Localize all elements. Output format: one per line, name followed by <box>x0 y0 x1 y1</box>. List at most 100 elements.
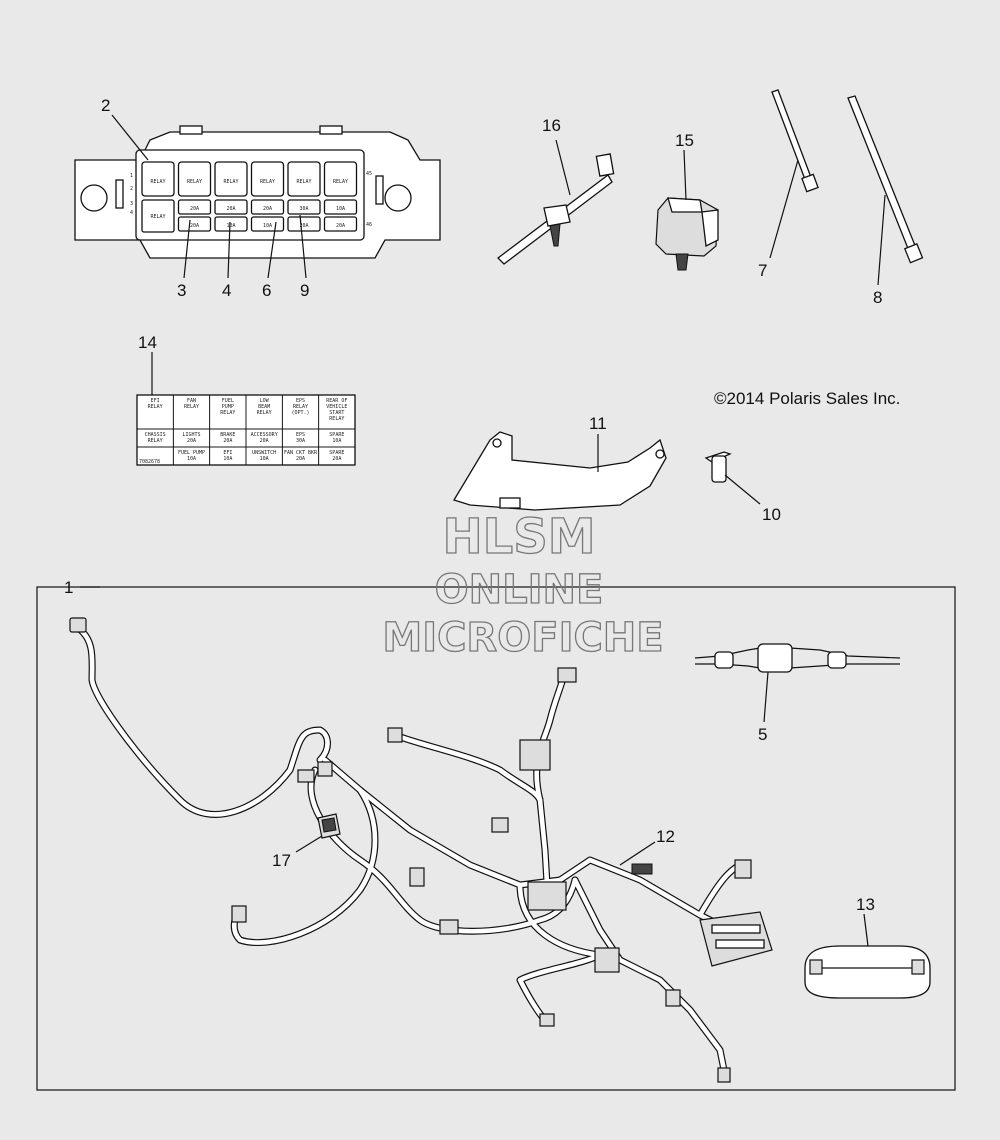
relay-slot-label: RELAY <box>333 179 348 185</box>
label-part-number: 7082678 <box>139 459 160 465</box>
relay-slot-label: RELAY <box>223 179 238 185</box>
callout-5: 5 <box>758 725 767 744</box>
fuse-slot <box>287 216 321 232</box>
fuse-slot <box>214 199 248 215</box>
fuse-slot <box>177 199 212 215</box>
label-cell-text: 20A <box>223 438 232 444</box>
watermark-line-3: MICROFICHE <box>382 615 663 661</box>
fuse-slot-label: 10A <box>336 206 345 212</box>
label-cell-text: ACCESSORY <box>251 432 278 438</box>
relay-slot-label: RELAY <box>260 179 275 185</box>
callout-4: 4 <box>222 281 231 300</box>
watermark-line-2: ONLINE <box>435 567 604 613</box>
label-cell-text: FAN <box>187 398 196 404</box>
label-cell-text: RELAY <box>220 410 235 416</box>
cable-tie-8 <box>847 95 924 264</box>
fuse-slot-label: 20A <box>299 223 308 229</box>
cable-tie-7 <box>771 89 819 193</box>
watermark-line-1: HLSM <box>442 509 595 565</box>
relay-slot <box>177 161 212 197</box>
label-cell-text: EPS <box>296 398 305 404</box>
callout-15: 15 <box>675 131 694 150</box>
label-cell-text: EPS <box>296 432 305 438</box>
side-label-1: 1 <box>130 173 133 179</box>
relay-slot-label: RELAY <box>150 179 165 185</box>
label-cell-text: RELAY <box>329 416 344 422</box>
fuse-slot-label: 20A <box>226 206 235 212</box>
side-label-45: 45 <box>366 171 372 177</box>
label-cell-text: FAN CKT BKR <box>284 450 318 456</box>
label-cell-text: LIGHTS <box>182 432 200 438</box>
label-cell-text: 10A <box>260 456 269 462</box>
label-cell-text: EFI <box>223 450 232 456</box>
callout-9: 9 <box>300 281 309 300</box>
label-cell-text: 20A <box>296 456 305 462</box>
callout-16: 16 <box>542 116 561 135</box>
label-cell-text: RELAY <box>257 410 272 416</box>
label-cell-text: VEHICLE <box>326 404 347 410</box>
mounting-bracket <box>453 431 667 511</box>
push-mount-tie <box>497 153 615 265</box>
label-cell-text: RELAY <box>293 404 308 410</box>
label-cell-text: REAR OF <box>326 398 347 404</box>
fuse-slot <box>214 216 248 232</box>
label-cell-text: FUEL <box>222 398 234 404</box>
callout-1: 1 <box>64 578 73 597</box>
harness-group-box <box>36 586 956 1091</box>
label-cell-text: 10A <box>332 438 341 444</box>
label-cell <box>318 446 356 466</box>
callout-6: 6 <box>262 281 271 300</box>
relay-slot-label: RELAY <box>187 179 202 185</box>
fuse-slot <box>177 216 212 232</box>
copyright-text: ©2014 Polaris Sales Inc. <box>714 389 900 408</box>
fuse-slot-label: 10A <box>226 223 235 229</box>
label-cell-text: 10A <box>187 456 196 462</box>
fuse-box-cover <box>804 945 931 999</box>
push-rivet <box>704 451 732 483</box>
fuse-slot-label: 30A <box>299 206 308 212</box>
callout-10: 10 <box>762 505 781 524</box>
inline-fuse-holder <box>694 643 901 673</box>
relay-slot <box>287 161 321 197</box>
label-cell-text: RELAY <box>148 438 163 444</box>
label-cell-text: 30A <box>296 438 305 444</box>
callout-7: 7 <box>758 261 767 280</box>
label-cell-text: SPARE <box>329 432 344 438</box>
callout-12: 12 <box>656 827 675 846</box>
fuse-slot-label: 20A <box>190 206 199 212</box>
relay-slot <box>141 161 175 197</box>
callout-numbers: 1 2 3 4 5 6 7 8 9 10 11 12 13 14 15 16 1… <box>64 96 882 914</box>
callout-13: 13 <box>856 895 875 914</box>
relay-slot <box>323 161 358 197</box>
fuse-slot-label: RELAY <box>150 214 165 220</box>
relay-slot <box>141 199 175 233</box>
side-label-3: 3 <box>130 201 133 207</box>
label-cell-text: PUMP <box>222 404 234 410</box>
fuse-slot <box>323 199 358 215</box>
side-label-46: 46 <box>366 222 372 228</box>
relay-slot <box>214 161 248 197</box>
fuse-slot-label: 20A <box>336 223 345 229</box>
label-cell-text: BEAM <box>258 404 270 410</box>
watermark: HLSM ONLINE MICROFICHE <box>382 508 665 661</box>
label-cell-text: (OPT.) <box>291 410 309 416</box>
callout-2: 2 <box>101 96 110 115</box>
callout-17: 17 <box>272 851 291 870</box>
label-cell-text: RELAY <box>148 404 163 410</box>
fuse-slot <box>323 216 358 232</box>
relay-slot <box>250 161 285 197</box>
fuse-slot <box>287 199 321 215</box>
label-cell-text: FUEL PUMP <box>178 450 205 456</box>
label-cell-text: 20A <box>260 438 269 444</box>
label-cell-text: 10A <box>223 456 232 462</box>
fuse-slot-label: 20A <box>263 206 272 212</box>
connector-clamp <box>655 197 719 271</box>
callout-3: 3 <box>177 281 186 300</box>
harness-module-17 <box>317 813 341 839</box>
side-label-2: 2 <box>130 186 133 192</box>
label-cell-text: SPARE <box>329 450 344 456</box>
side-label-4: 4 <box>130 210 133 216</box>
